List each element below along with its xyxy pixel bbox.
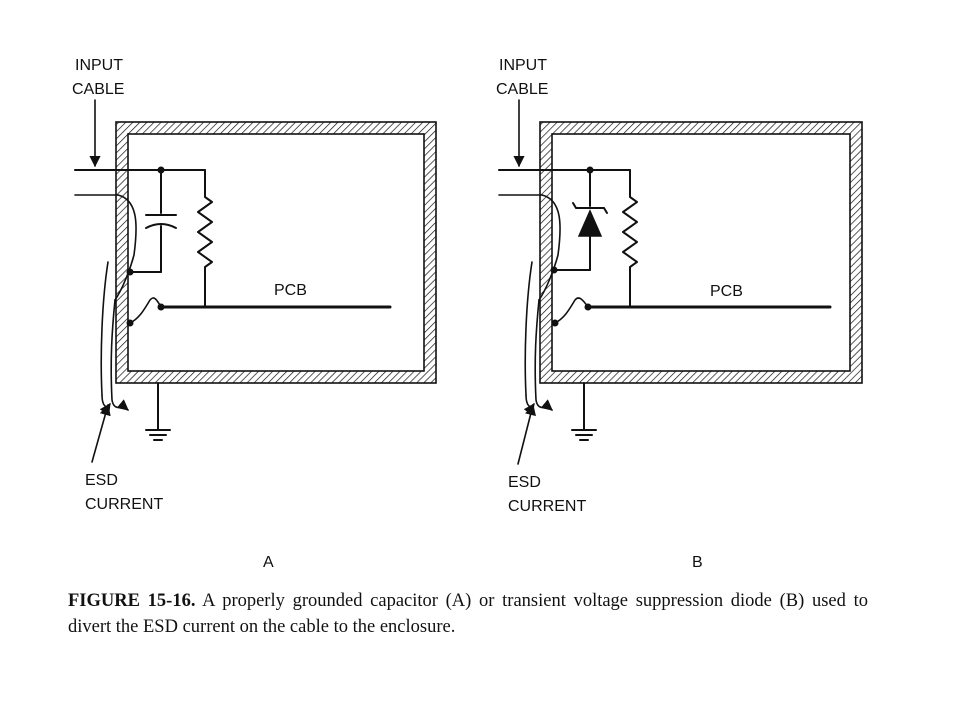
esd-current-arrow-a xyxy=(91,403,111,463)
input-cable-a xyxy=(74,169,206,301)
capacitor-symbol xyxy=(145,214,177,229)
esd-current-arrow-b xyxy=(517,403,536,465)
circuit-a xyxy=(126,166,392,327)
panel-letter-a: A xyxy=(263,554,274,571)
figure-number: FIGURE 15-16. xyxy=(68,591,196,611)
enclosure-a xyxy=(115,121,437,384)
panel-letter-b: B xyxy=(692,554,703,571)
panel-a: INPUT CABLE xyxy=(72,57,437,571)
pcb-label-b: PCB xyxy=(710,283,743,300)
resistor-symbol-a xyxy=(197,169,213,308)
circuit-b xyxy=(550,166,832,327)
esd-label-a-line2: CURRENT xyxy=(85,496,163,513)
input-cable-label-b-line1: INPUT xyxy=(499,57,547,74)
tvs-diode-symbol xyxy=(572,202,608,237)
input-cable-label-a-line2: CABLE xyxy=(72,81,124,98)
esd-label-b-line2: CURRENT xyxy=(508,498,586,515)
ground-symbol-b xyxy=(571,382,597,441)
input-cable-b xyxy=(498,169,631,301)
input-cable-label-a-line1: INPUT xyxy=(75,57,123,74)
resistor-symbol-b xyxy=(622,169,638,308)
esd-label-b-line1: ESD xyxy=(508,474,541,491)
panel-b: INPUT CABLE PCB xyxy=(496,57,863,571)
ground-symbol-a xyxy=(145,382,171,441)
figure-caption: FIGURE 15-16. A properly grounded capaci… xyxy=(68,588,868,640)
caption-text: A properly grounded capacitor (A) or tra… xyxy=(68,591,868,637)
input-cable-label-b-line2: CABLE xyxy=(496,81,548,98)
pcb-label-a: PCB xyxy=(274,282,307,299)
esd-label-a-line1: ESD xyxy=(85,472,118,489)
enclosure-b xyxy=(539,121,863,384)
